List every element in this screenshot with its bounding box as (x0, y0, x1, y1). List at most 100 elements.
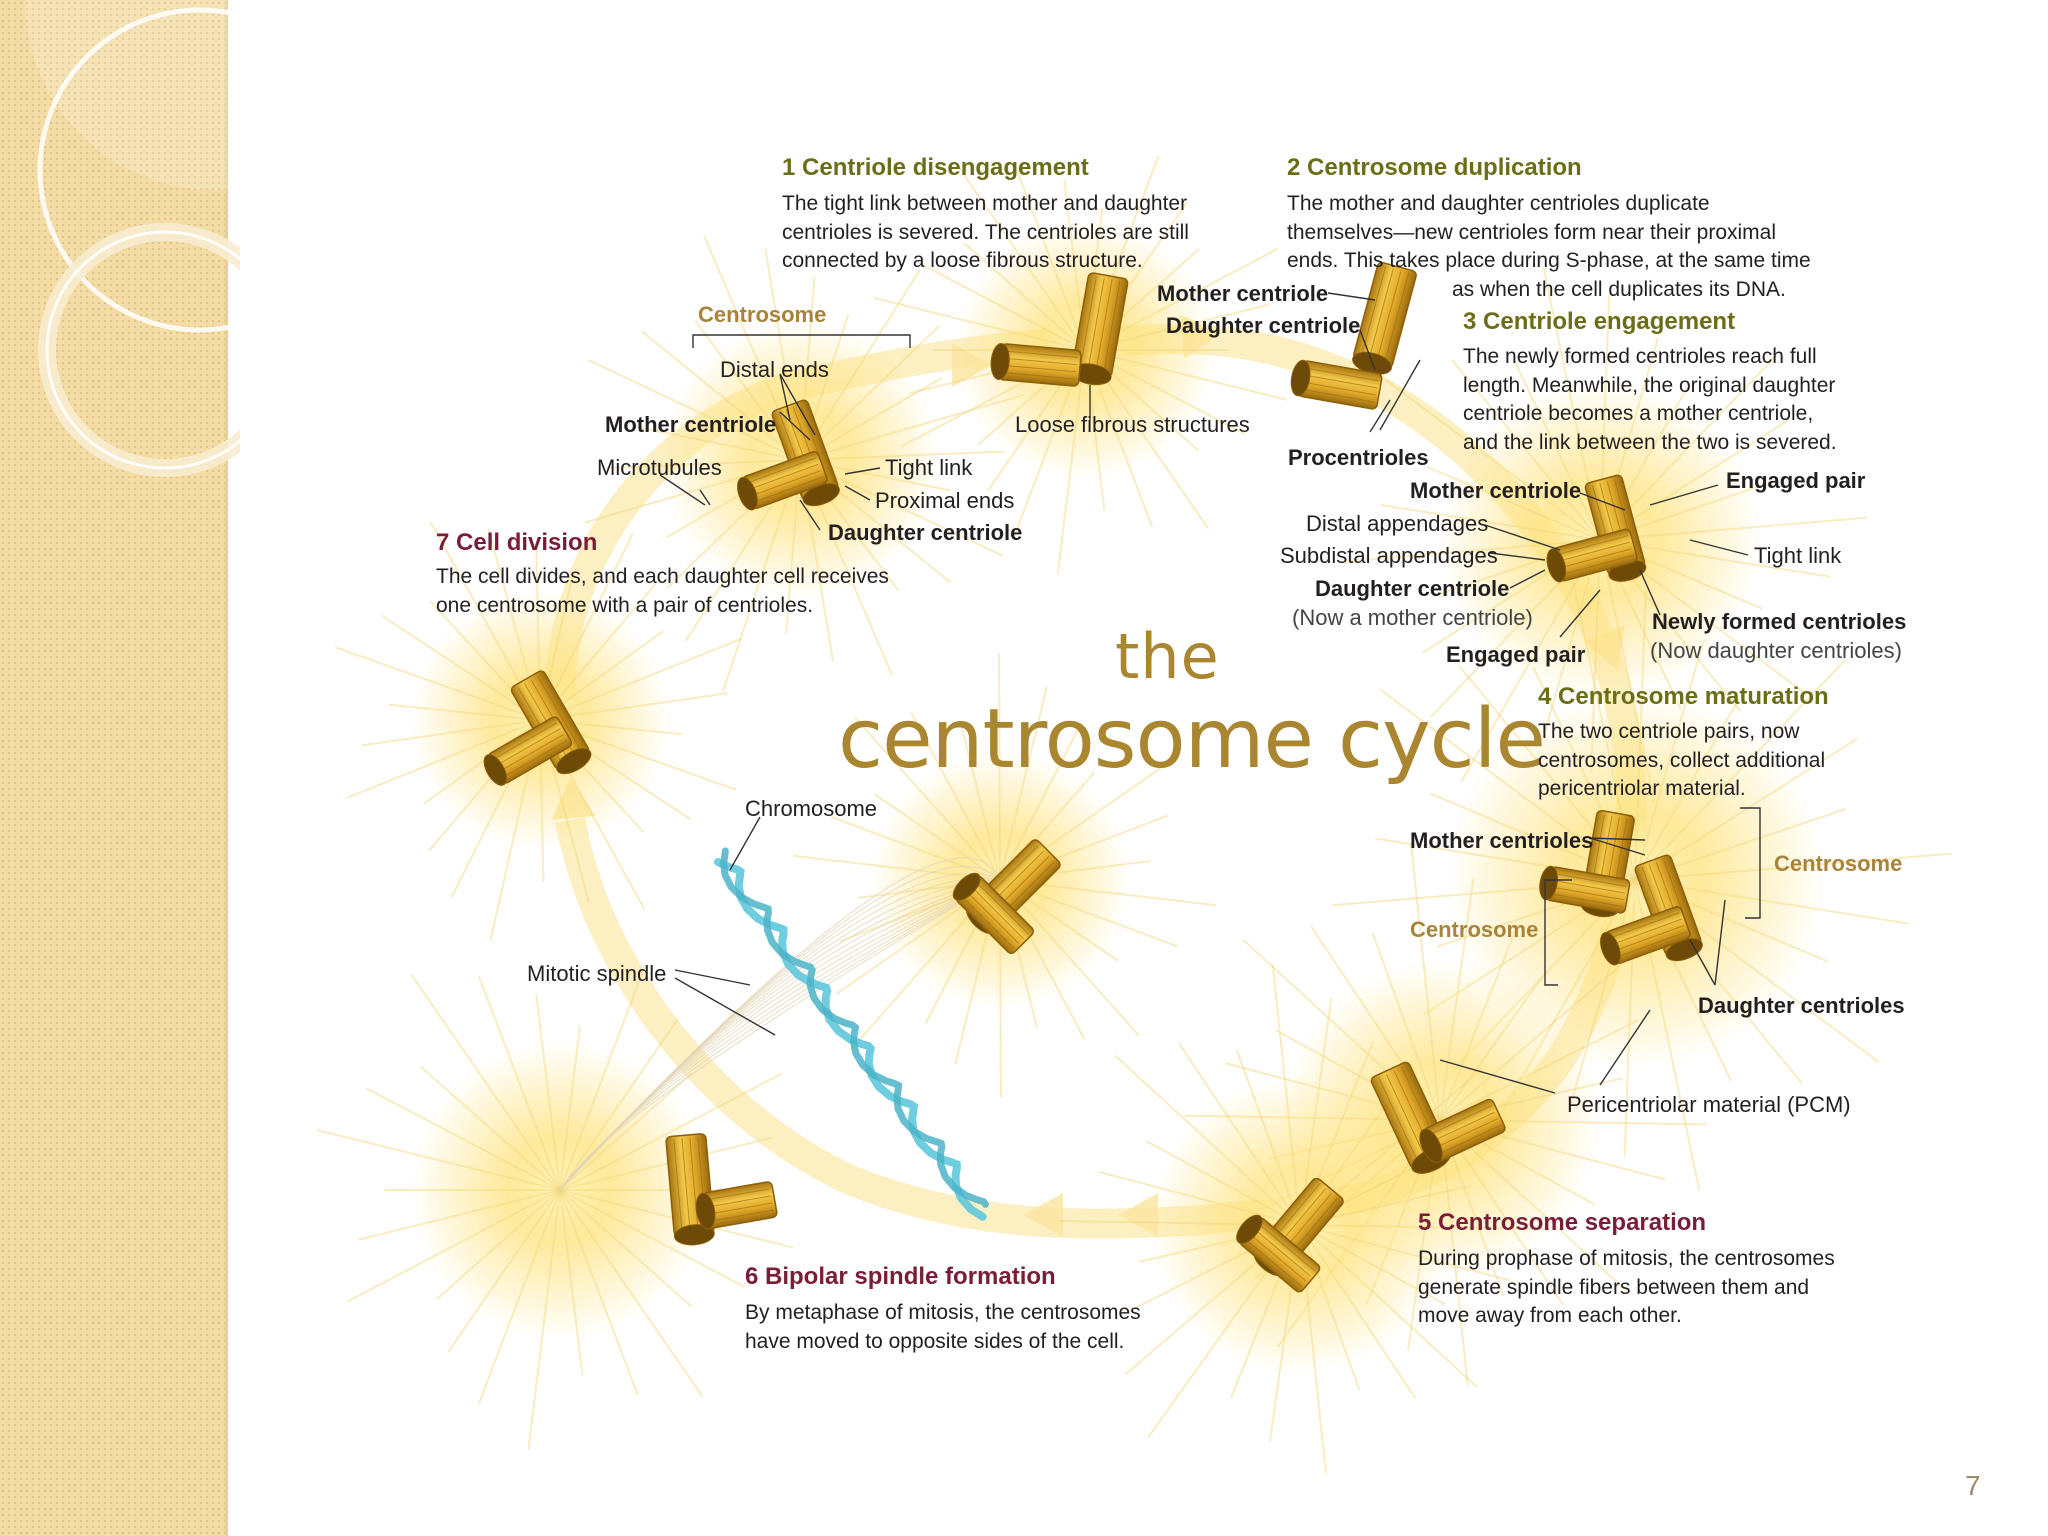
daughter-centriole (695, 1181, 778, 1230)
microtubule-ray (641, 330, 801, 461)
microtubule-ray (410, 974, 561, 1191)
microtubule-ray (539, 533, 634, 721)
centriole-triplet (1244, 1238, 1303, 1287)
centriole-triplet (961, 895, 1015, 949)
centriole-triplet (1368, 268, 1394, 360)
microtubule-ray (799, 324, 941, 461)
diagram-title-the: the (1115, 620, 1220, 693)
centrioles (483, 261, 1703, 1293)
label-newly-formed-centrioles: Newly formed centrioles (1652, 609, 1907, 634)
step-1-heading: 1 Centriole disengagement (782, 154, 1089, 181)
centriole-triplet (706, 1188, 770, 1201)
microtubule-ray (388, 703, 541, 721)
microtubule-ray (1114, 1054, 1301, 1226)
microtubule-ray (559, 1018, 679, 1191)
label-engaged-pair-2: Engaged pair (1446, 642, 1586, 667)
daughter-centriole (483, 716, 573, 786)
centriole-triplet (1552, 879, 1626, 894)
microtubule-ray (1299, 1224, 1478, 1388)
centriole-triplet (1560, 548, 1632, 569)
daughter-centriole (990, 343, 1082, 387)
microtubule-ray (998, 653, 1001, 881)
microtubule-ray (1439, 952, 1636, 1121)
microtubule-ray (606, 459, 801, 470)
step-7-description: The cell divides, and each daughter cell… (436, 565, 889, 617)
centriole-triplet (970, 886, 1024, 940)
centriole-triplet (492, 722, 558, 761)
microtubule-ray (535, 994, 561, 1191)
microtubule-ray (365, 1087, 561, 1191)
microtubule-ray (1599, 516, 1867, 541)
microtubule-ray (1634, 698, 1740, 881)
label-distal-ends: Distal ends (720, 357, 829, 382)
centriole-end (1236, 1214, 1263, 1244)
centriole-end (695, 1192, 716, 1230)
centriole-triplet (1002, 372, 1076, 380)
centriole-triplet (1549, 893, 1623, 907)
mother-centriole (1071, 272, 1129, 386)
step-6-description: By metaphase of mitosis, the centrosomes… (745, 1301, 1141, 1353)
step-3-heading: 3 Centriole engagement (1463, 308, 1736, 335)
centriole-triplet (1561, 554, 1634, 575)
microtubule-ray (539, 692, 728, 721)
daughter-centriole (952, 872, 1034, 954)
centriole-end (1290, 359, 1311, 397)
label-tight-link-2: Tight link (1754, 543, 1842, 568)
centriole-end (737, 476, 758, 511)
centriole-triplet (1087, 277, 1105, 371)
microtubule-ray (346, 719, 541, 799)
centriole-triplet (1550, 886, 1624, 901)
daughter-centriole (1290, 359, 1383, 410)
centriole-triplet (975, 881, 1029, 935)
centriole-triplet (537, 675, 583, 754)
microtubule-ray (381, 614, 541, 721)
centriole-triplet (1378, 1077, 1419, 1164)
centriole-triplet (748, 463, 819, 490)
centriole-triplet (502, 739, 568, 778)
microtubule-ray (1145, 1139, 1301, 1226)
microtubule-ray (1235, 1049, 1301, 1226)
centriole-end (673, 1224, 715, 1246)
centriole-triplet (673, 1139, 683, 1233)
centrosome-glow (1445, 690, 1825, 1070)
microtubule-ray (1271, 964, 1301, 1226)
microtubule-ray (559, 965, 647, 1191)
centriole-triplet (1428, 1105, 1492, 1136)
microtubule-ray (873, 297, 1086, 351)
microtubule-ray (1634, 589, 1647, 881)
daughter-centriole (1546, 528, 1638, 583)
microtubule-ray (357, 1189, 561, 1241)
centriole-triplet (1614, 925, 1685, 952)
label-microtubules: Microtubules (597, 455, 722, 480)
label-mother-centrioles: Mother centrioles (1410, 828, 1594, 853)
microtubule-ray (999, 686, 1048, 881)
centriole-triplet (1079, 276, 1097, 370)
step-2-description: The mother and daughter centrioles dupli… (1287, 192, 1811, 301)
microtubule-ray (1178, 1042, 1301, 1226)
microtubule-ray (559, 1189, 745, 1288)
label-chromosome: Chromosome (745, 796, 878, 821)
centriole-triplet (1609, 912, 1680, 939)
step-5-heading: 5 Centrosome separation (1418, 1209, 1707, 1236)
microtubule-ray (1299, 1224, 1512, 1282)
microtubule-ray (1439, 976, 1544, 1121)
step-5-description: During prophase of mitosis, the centroso… (1418, 1247, 1835, 1327)
microtubule-ray (559, 1072, 783, 1191)
microtubule-ray (559, 1189, 693, 1308)
label-centrosome-left: Centrosome (1410, 917, 1539, 942)
decorative-rings (25, 0, 240, 477)
centriole-triplet (1556, 535, 1629, 556)
microtubule-ray (1371, 932, 1441, 1121)
label-subdistal-appendages: Subdistal appendages (1280, 543, 1498, 568)
centriole-triplet (1616, 931, 1687, 958)
label-pericentriolar-material: Pericentriolar material (PCM) (1567, 1092, 1851, 1117)
daughter-centriole (1236, 1214, 1321, 1293)
label-distal-appendages: Distal appendages (1306, 511, 1489, 536)
centriole-triplet (1257, 1223, 1316, 1272)
microtubule-ray (722, 459, 801, 692)
label-daughter-centriole-2: Daughter centriole (1166, 313, 1361, 338)
microtubule-ray (1299, 1224, 1551, 1231)
centriole-triplet (1553, 873, 1627, 887)
slide-sidebar-decoration (0, 0, 228, 1536)
